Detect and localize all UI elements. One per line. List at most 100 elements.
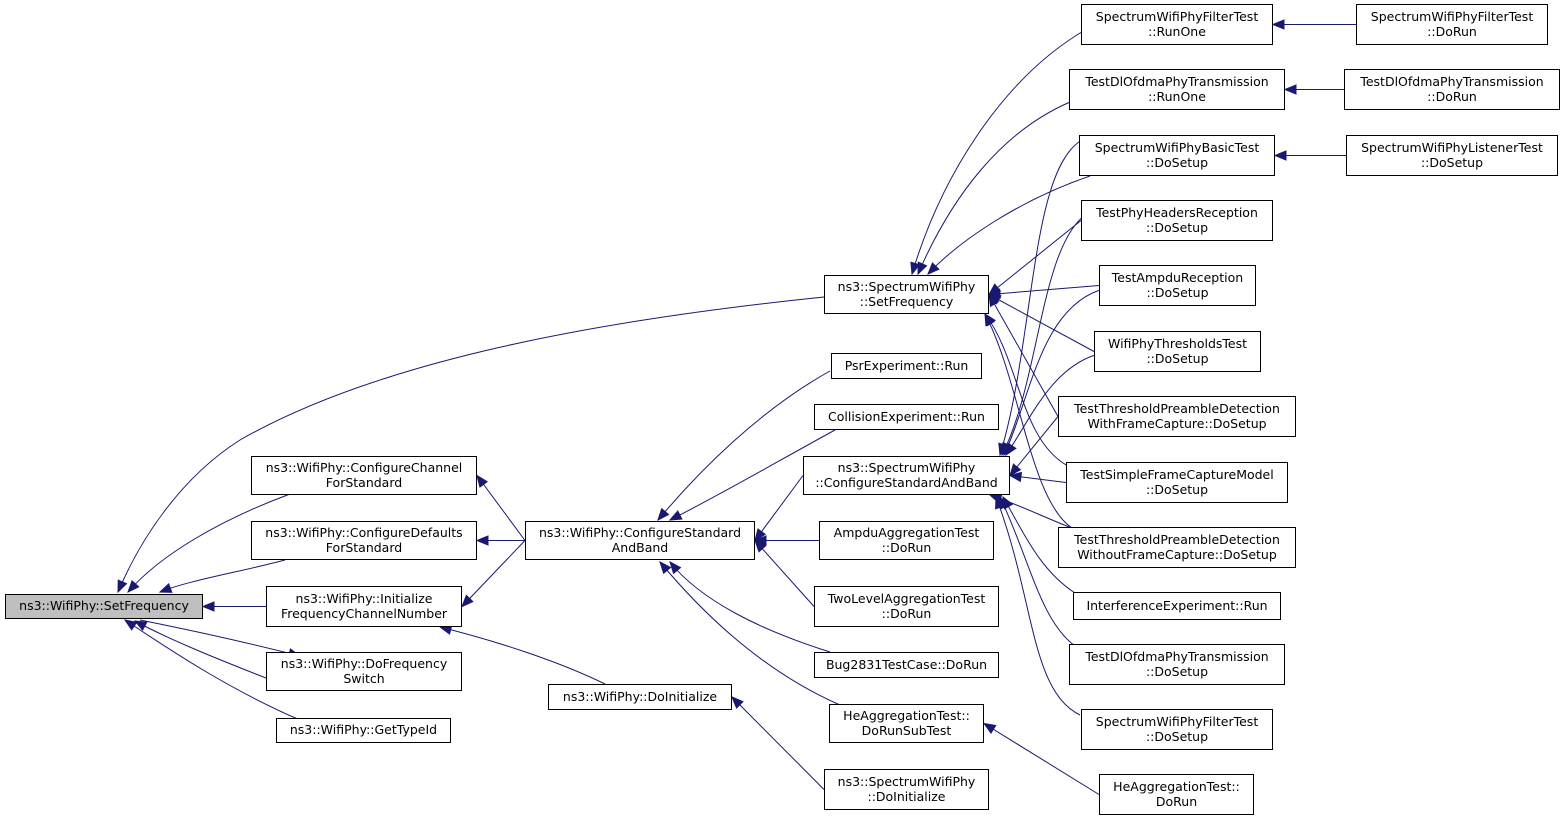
node-filter-test-dorun[interactable]: SpectrumWifiPhyFilterTest ::DoRun [1356, 4, 1548, 45]
node-label: TestAmpduReception [1111, 270, 1244, 285]
node-label: AmpduAggregationTest [833, 525, 980, 540]
node-collision-experiment-run[interactable]: CollisionExperiment::Run [814, 404, 999, 430]
node-do-frequency-switch[interactable]: ns3::WifiPhy::DoFrequency Switch [266, 652, 462, 691]
node-label: Bug2831TestCase::DoRun [825, 656, 988, 672]
node-headers-reception-dosetup[interactable]: TestPhyHeadersReception ::DoSetup [1081, 200, 1273, 241]
node-bug2831-testcase-dorun[interactable]: Bug2831TestCase::DoRun [814, 652, 999, 678]
node-simple-frame-capture-dosetup[interactable]: TestSimpleFrameCaptureModel ::DoSetup [1066, 462, 1288, 503]
node-spectrum-configure-standard-and-band[interactable]: ns3::SpectrumWifiPhy ::ConfigureStandard… [803, 456, 1010, 495]
arrowhead-cfg-channel-to-root [127, 579, 140, 593]
node-threshold-without-frame-capture-dosetup[interactable]: TestThresholdPreambleDetection WithoutFr… [1058, 527, 1296, 568]
arrowhead-psr-run-to-cfg-std-band [657, 507, 670, 522]
node-label: TestDlOfdmaPhyTransmission [1360, 74, 1544, 89]
node-label: Switch [343, 670, 385, 686]
node-label: ::ConfigureStandardAndBand [815, 474, 998, 490]
arrowhead-dlofdma-runone-to-spec-set-freq [917, 261, 928, 276]
edge-he-agg-dorunsub-to-cfg-std-band [659, 561, 841, 706]
node-dlofdma-dorun[interactable]: TestDlOfdmaPhyTransmission ::DoRun [1344, 69, 1560, 110]
node-label: ::DoSetup [1145, 728, 1209, 744]
node-label: ::DoRun [1427, 88, 1477, 104]
edge-collision-run-to-cfg-std-band [669, 429, 836, 521]
node-label: ns3::WifiPhy::DoFrequency [280, 656, 448, 671]
node-label: TestThresholdPreambleDetection [1074, 401, 1280, 416]
node-label: WithFrameCapture::DoSetup [1087, 415, 1267, 431]
edge-cfg-std-band-to-cfg-channel [476, 475, 526, 541]
arrowhead-cfg-std-band-to-init-freq [461, 594, 474, 608]
edge-basic-dosetup-to-spec-set-freq [927, 175, 1091, 275]
arrowhead-init-freq-to-root [201, 601, 215, 612]
node-label: ForStandard [325, 474, 403, 490]
node-listener-test-dosetup[interactable]: SpectrumWifiPhyListenerTest ::DoSetup [1346, 135, 1558, 176]
node-label: ns3::SpectrumWifiPhy [837, 460, 976, 475]
node-spectrum-do-initialize[interactable]: ns3::SpectrumWifiPhy ::DoInitialize [824, 769, 989, 810]
node-label: ::DoInitialize [867, 788, 946, 804]
node-he-aggregation-test-dorunsubtest[interactable]: HeAggregationTest:: DoRunSubTest [829, 704, 984, 743]
edge-thresholds-dosetup-to-spec-cfg-std-band [1005, 354, 1096, 456]
arrowhead-cfg-std-band-to-cfg-defaults [475, 535, 489, 546]
edge-root-to-do-freq-switch [139, 619, 301, 657]
node-label: ::DoSetup [1145, 663, 1209, 679]
edge-he-agg-dorun-to-he-agg-dorunsub [983, 723, 1100, 795]
edge-interference-run-to-spec-cfg-std-band [1002, 496, 1076, 594]
node-ampdu-reception-dosetup[interactable]: TestAmpduReception ::DoSetup [1099, 265, 1256, 306]
arrowhead-filter-dorun-to-filter-runone [1271, 19, 1285, 30]
edge-headers-dosetup-to-spec-set-freq [988, 220, 1082, 295]
edge-cfg-channel-to-root [127, 493, 291, 593]
node-two-level-aggregation-test-dorun[interactable]: TwoLevelAggregationTest ::DoRun [814, 586, 999, 627]
edge-thresholds-dosetup-to-spec-set-freq [988, 294, 1095, 352]
edge-ampdu-rx-dosetup-to-spec-cfg-std-band [1003, 289, 1101, 456]
node-label: PsrExperiment::Run [844, 357, 969, 373]
node-get-type-id[interactable]: ns3::WifiPhy::GetTypeId [276, 718, 451, 743]
node-label: TestDlOfdmaPhyTransmission [1085, 74, 1269, 89]
arrowhead-thresholds-dosetup-to-spec-cfg-std-band [1005, 442, 1017, 457]
node-label: SpectrumWifiPhyFilterTest [1095, 714, 1259, 729]
arrowhead-spec-doinit-to-do-initialize [731, 696, 744, 709]
node-spectrum-set-frequency[interactable]: ns3::SpectrumWifiPhy ::SetFrequency [824, 275, 989, 314]
node-configure-standard-and-band[interactable]: ns3::WifiPhy::ConfigureStandard AndBand [525, 521, 755, 560]
edge-spec-set-freq-to-root [117, 296, 825, 593]
node-do-initialize[interactable]: ns3::WifiPhy::DoInitialize [548, 684, 732, 710]
edge-dlofdma-runone-to-spec-set-freq [917, 99, 1076, 275]
arrowhead-basic-dosetup-to-spec-set-freq [927, 262, 940, 275]
arrowhead-he-agg-dorunsub-to-cfg-std-band [659, 560, 672, 575]
node-dlofdma-dosetup[interactable]: TestDlOfdmaPhyTransmission ::DoSetup [1069, 644, 1285, 685]
node-filter-test-dosetup[interactable]: SpectrumWifiPhyFilterTest ::DoSetup [1081, 709, 1273, 750]
edge-thr-with-dosetup-to-spec-cfg-std-band [1009, 416, 1059, 476]
node-label: ::RunOne [1148, 23, 1206, 39]
node-label: WithoutFrameCapture::DoSetup [1077, 546, 1277, 562]
node-label: ::DoSetup [1145, 154, 1209, 170]
node-ampdu-aggregation-test-dorun[interactable]: AmpduAggregationTest ::DoRun [819, 521, 994, 560]
node-label: ::DoSetup [1145, 219, 1209, 235]
node-label: ns3::WifiPhy::ConfigureStandard [538, 525, 742, 540]
edge-do-initialize-to-init-freq [439, 626, 606, 685]
edge-spec-cfg-std-band-to-cfg-std-band [754, 475, 804, 541]
edge-thr-with-dosetup-to-spec-set-freq [988, 294, 1059, 417]
node-configure-channel-for-standard[interactable]: ns3::WifiPhy::ConfigureChannel ForStanda… [251, 456, 477, 495]
arrowhead-he-agg-dorun-to-he-agg-dorunsub [982, 722, 997, 735]
node-label: SpectrumWifiPhyFilterTest [1370, 9, 1534, 24]
edge-spec-doinit-to-do-initialize [731, 696, 825, 790]
node-label: InterferenceExperiment::Run [1086, 597, 1268, 613]
node-label: ::DoRun [881, 539, 932, 555]
node-threshold-with-frame-capture-dosetup[interactable]: TestThresholdPreambleDetection WithFrame… [1058, 396, 1296, 437]
node-initialize-frequency-channel-number[interactable]: ns3::WifiPhy::Initialize FrequencyChanne… [266, 586, 462, 627]
edge-psr-run-to-cfg-std-band [657, 370, 831, 521]
arrowhead-thr-without-dosetup-to-spec-set-freq [984, 312, 995, 327]
node-label: HeAggregationTest:: [843, 708, 970, 723]
node-label: ns3::WifiPhy::DoInitialize [562, 688, 718, 704]
node-interference-experiment-run[interactable]: InterferenceExperiment::Run [1073, 592, 1281, 620]
node-label: CollisionExperiment::Run [828, 408, 985, 424]
node-configure-defaults-for-standard[interactable]: ns3::WifiPhy::ConfigureDefaults ForStand… [251, 521, 477, 560]
node-filter-test-runone[interactable]: SpectrumWifiPhyFilterTest ::RunOne [1081, 4, 1273, 45]
node-basic-test-dosetup[interactable]: SpectrumWifiPhyBasicTest ::DoSetup [1079, 135, 1275, 176]
node-dlofdma-runone[interactable]: TestDlOfdmaPhyTransmission ::RunOne [1069, 69, 1285, 110]
edge-simple-fc-dosetup-to-spec-set-freq [984, 313, 1069, 467]
node-label: ::RunOne [1148, 88, 1206, 104]
node-root[interactable]: ns3::WifiPhy::SetFrequency [5, 594, 203, 619]
edge-filter-runone-to-spec-set-freq [911, 29, 1086, 275]
node-he-aggregation-test-dorun[interactable]: HeAggregationTest:: DoRun [1099, 774, 1254, 815]
node-thresholds-test-dosetup[interactable]: WifiPhyThresholdsTest ::DoSetup [1094, 331, 1261, 372]
edge-headers-dosetup-to-spec-cfg-std-band [1001, 214, 1086, 456]
node-label: ns3::WifiPhy::Initialize [295, 591, 433, 606]
node-psr-experiment-run[interactable]: PsrExperiment::Run [831, 353, 982, 379]
